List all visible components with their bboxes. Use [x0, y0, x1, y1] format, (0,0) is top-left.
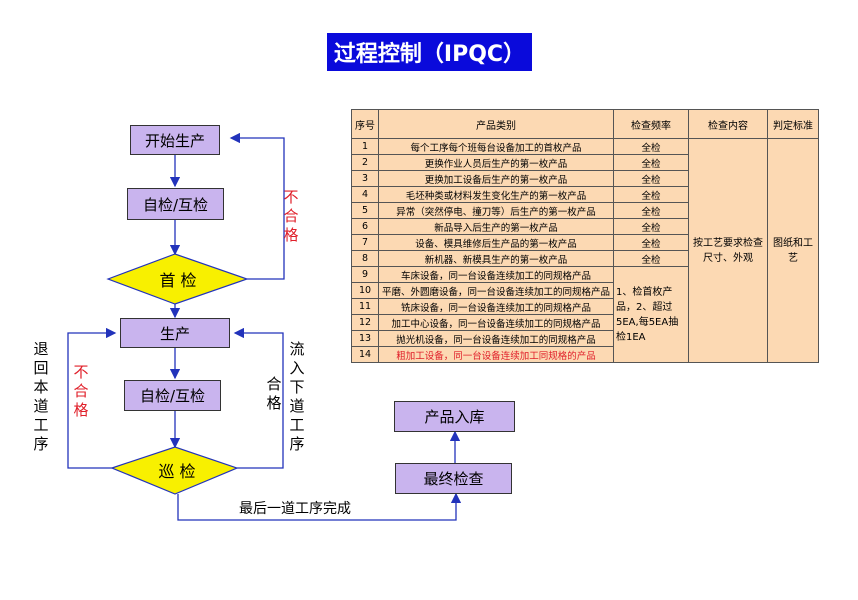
first-check-label: 首 检: [159, 271, 197, 290]
row-frequency: 全检: [613, 250, 689, 267]
inspection-content: 按工艺要求检查尺寸、外观: [688, 138, 768, 363]
row-product: 铣床设备，同一台设备连续加工的同规格产品: [378, 298, 614, 315]
self-check-box-1: 自检/互检: [127, 188, 224, 220]
row-frequency: 全检: [613, 234, 689, 251]
reject-label-1: 不合格: [283, 188, 299, 244]
row-number: 14: [351, 346, 379, 363]
row-product: 新机器、新模具生产的第一枚产品: [378, 250, 614, 267]
self-check-box-2: 自检/互检: [124, 380, 221, 411]
header-content: 检查内容: [688, 109, 768, 139]
reject-label-2: 不合格: [73, 363, 89, 419]
row-product: 设备、模具维修后生产品的第一枚产品: [378, 234, 614, 251]
row-product: 更换加工设备后生产的第一枚产品: [378, 170, 614, 187]
header-standard: 判定标准: [767, 109, 819, 139]
row-product: 平磨、外圆磨设备，同一台设备连续加工的同规格产品: [378, 282, 614, 299]
row-number: 6: [351, 218, 379, 235]
patrol-check-label: 巡 检: [158, 462, 196, 481]
row-frequency: 全检: [613, 170, 689, 187]
row-frequency: 全检: [613, 186, 689, 203]
row-product: 新品导入后生产的第一枚产品: [378, 218, 614, 235]
page-title: 过程控制（IPQC）: [327, 33, 532, 71]
frequency-group: 1、检首枚产品，2、超过5EA,每5EA抽检1EA: [613, 266, 689, 363]
row-product: 更换作业人员后生产的第一枚产品: [378, 154, 614, 171]
next-process-label: 流入下道工序: [289, 340, 305, 453]
header-frequency: 检查频率: [613, 109, 689, 139]
row-number: 5: [351, 202, 379, 219]
row-frequency: 全检: [613, 154, 689, 171]
row-number: 9: [351, 266, 379, 283]
row-frequency: 全检: [613, 138, 689, 155]
row-product: 异常（突然停电、撞刀等）后生产的第一枚产品: [378, 202, 614, 219]
row-frequency: 全检: [613, 218, 689, 235]
row-number: 10: [351, 282, 379, 299]
patrol-check-diamond: [110, 446, 239, 495]
row-product: 每个工序每个班每台设备加工的首枚产品: [378, 138, 614, 155]
row-number: 13: [351, 330, 379, 347]
row-number: 12: [351, 314, 379, 331]
final-check-box: 最终检查: [395, 463, 512, 494]
row-number: 1: [351, 138, 379, 155]
row-product: 粗加工设备，同一台设备连续加工同规格的产品: [378, 346, 614, 363]
last-process-label: 最后一道工序完成: [239, 501, 351, 517]
row-product: 加工中心设备，同一台设备连续加工的同规格产品: [378, 314, 614, 331]
header-product: 产品类别: [378, 109, 614, 139]
row-product: 车床设备，同一台设备连续加工的同规格产品: [378, 266, 614, 283]
row-product: 毛坯种类或材料发生变化生产的第一枚产品: [378, 186, 614, 203]
warehouse-box: 产品入库: [394, 401, 515, 432]
pass-label: 合格: [266, 375, 282, 412]
judgment-standard: 图纸和工艺: [767, 138, 819, 363]
start-production-box: 开始生产: [130, 125, 220, 155]
row-number: 11: [351, 298, 379, 315]
row-number: 8: [351, 250, 379, 267]
row-number: 3: [351, 170, 379, 187]
row-number: 4: [351, 186, 379, 203]
header-no: 序号: [351, 109, 379, 139]
row-product: 抛光机设备，同一台设备连续加工的同规格产品: [378, 330, 614, 347]
first-check-diamond: [106, 253, 249, 305]
production-box: 生产: [120, 318, 230, 348]
row-number: 2: [351, 154, 379, 171]
row-frequency: 全检: [613, 202, 689, 219]
row-number: 7: [351, 234, 379, 251]
return-label: 退回本道工序: [33, 340, 49, 453]
